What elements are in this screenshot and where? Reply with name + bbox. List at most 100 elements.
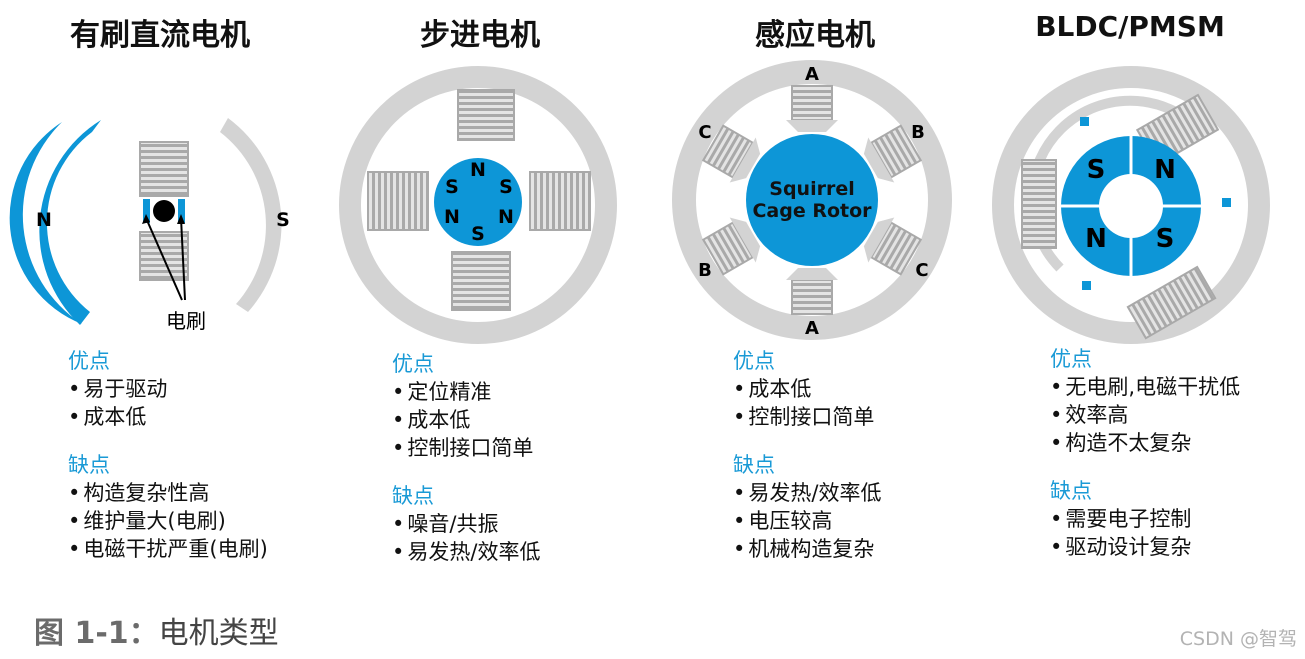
brushed-dc-diagram [9,118,282,325]
stepper-pole: N [498,206,514,228]
armature-coil-bottom [139,231,189,281]
induction-specs: 优点 成本低 控制接口简单 缺点 易发热/效率低 电压较高 机械构造复杂 [733,347,881,563]
cons-item: 驱动设计复杂 [1050,533,1240,561]
stepper-coil-right [529,171,591,231]
phase-label: B [911,122,925,143]
bldc-pole: S [1156,224,1175,254]
label-south: S [276,209,290,231]
coil-winding [869,221,923,276]
north-magnet-arc [9,122,82,324]
commutator [153,200,175,222]
cons-item: 构造复杂性高 [68,479,268,507]
stepper-pole: S [445,176,459,198]
stepper-pole: N [470,159,486,181]
pros-item: 无电刷,电磁干扰低 [1050,373,1240,401]
cons-item: 电压较高 [733,507,881,535]
pros-heading: 优点 [733,349,775,373]
bldc-stator-ring [992,66,1270,344]
pros-item: 构造不太复杂 [1050,429,1240,457]
coil-winding [791,85,833,121]
bldc-shaft-hole [1099,174,1163,238]
watermark: CSDN @智驾 [1179,628,1297,650]
label-north: N [36,209,52,231]
cons-heading: 缺点 [1050,479,1092,503]
stepper-coil-bottom [451,251,511,311]
cons-item: 电磁干扰严重(电刷) [68,535,267,563]
bldc-pole: S [1087,155,1106,185]
phase-label: A [805,64,819,85]
pros-heading: 优点 [68,349,110,373]
bldc-pole: N [1154,155,1176,185]
pros-item: 定位精准 [392,378,540,406]
cons-item: 机械构造复杂 [733,535,881,563]
stepper-coil-top [457,89,515,141]
figure-text: 电机类型 [158,616,279,651]
squirrel-cage-rotor [746,134,878,266]
pros-heading: 优点 [1050,347,1092,371]
cons-item: 易发热/效率低 [733,479,881,507]
bldc-pole: N [1085,224,1107,254]
bldc-specs: 优点 无电刷,电磁干扰低 效率高 构造不太复杂 缺点 需要电子控制 驱动设计复杂 [1050,345,1240,561]
pros-item: 控制接口简单 [392,434,540,462]
pros-item: 成本低 [733,375,881,403]
coil-winding [701,124,755,179]
pole-shoe [786,268,838,280]
phase-label: C [915,260,928,281]
pros-heading: 优点 [392,352,434,376]
stepper-rotor [434,158,522,246]
pros-item: 成本低 [68,403,268,431]
bldc-diagram [992,66,1270,344]
stepper-pole: S [499,176,513,198]
induction-stator-coil [786,85,838,132]
stepper-stator-ring [339,66,617,344]
title-bldc: BLDC/PMSM [1035,10,1225,43]
cons-item: 维护量大(电刷) [68,507,268,535]
pros-item: 成本低 [392,406,540,434]
rotor-label-line1: Squirrel [769,178,854,200]
stepper-pole: N [444,206,460,228]
phase-label: B [698,260,712,281]
coil-winding [701,221,755,276]
hall-sensor-2 [1222,198,1231,207]
pole-shoe [729,217,761,263]
hall-sensor-3 [1082,281,1091,290]
armature-coil-top [139,141,189,197]
figure-label: 图 1-1： [34,616,159,651]
rotor-label-line2: Cage Rotor [752,200,872,222]
title-brushed-dc: 有刷直流电机 [70,18,250,53]
cons-item: 需要电子控制 [1050,505,1240,533]
north-magnet [39,120,101,325]
cons-item: 易发热/效率低 [392,538,540,566]
figure-caption: 图 1-1：电机类型 [34,608,279,652]
cons-heading: 缺点 [392,484,434,508]
brushed-dc-specs: 优点 易于驱动 成本低 缺点 构造复杂性高 维护量大(电刷) 电磁干扰严重(电刷… [68,347,268,563]
induction-stator-coil [863,124,923,183]
cons-heading: 缺点 [68,453,110,477]
pole-shoe [786,120,838,132]
coil-winding [869,124,923,179]
coil-winding [791,279,833,315]
pole-shoe [863,217,895,263]
stepper-specs: 优点 定位精准 成本低 控制接口简单 缺点 噪音/共振 易发热/效率低 [392,350,540,566]
pros-item: 控制接口简单 [733,403,881,431]
title-stepper: 步进电机 [420,18,540,53]
induction-diagram [672,60,952,340]
stepper-pole: S [471,223,485,245]
stepper-diagram [339,66,617,344]
pros-item: 易于驱动 [68,375,268,403]
induction-stator-coil [863,217,923,276]
bldc-coil-left [1021,159,1057,249]
pole-shoe [729,137,761,183]
cons-item: 噪音/共振 [392,510,540,538]
label-brush: 电刷 [166,309,206,333]
phase-label: A [805,318,819,339]
title-induction: 感应电机 [755,18,875,53]
induction-stator-ring [672,60,952,340]
induction-stator-coil [701,217,761,276]
brush-left [143,199,150,223]
phase-label: C [698,122,711,143]
hall-sensor-1 [1080,117,1089,126]
induction-stator-coil [786,268,838,315]
south-magnet [220,118,282,312]
